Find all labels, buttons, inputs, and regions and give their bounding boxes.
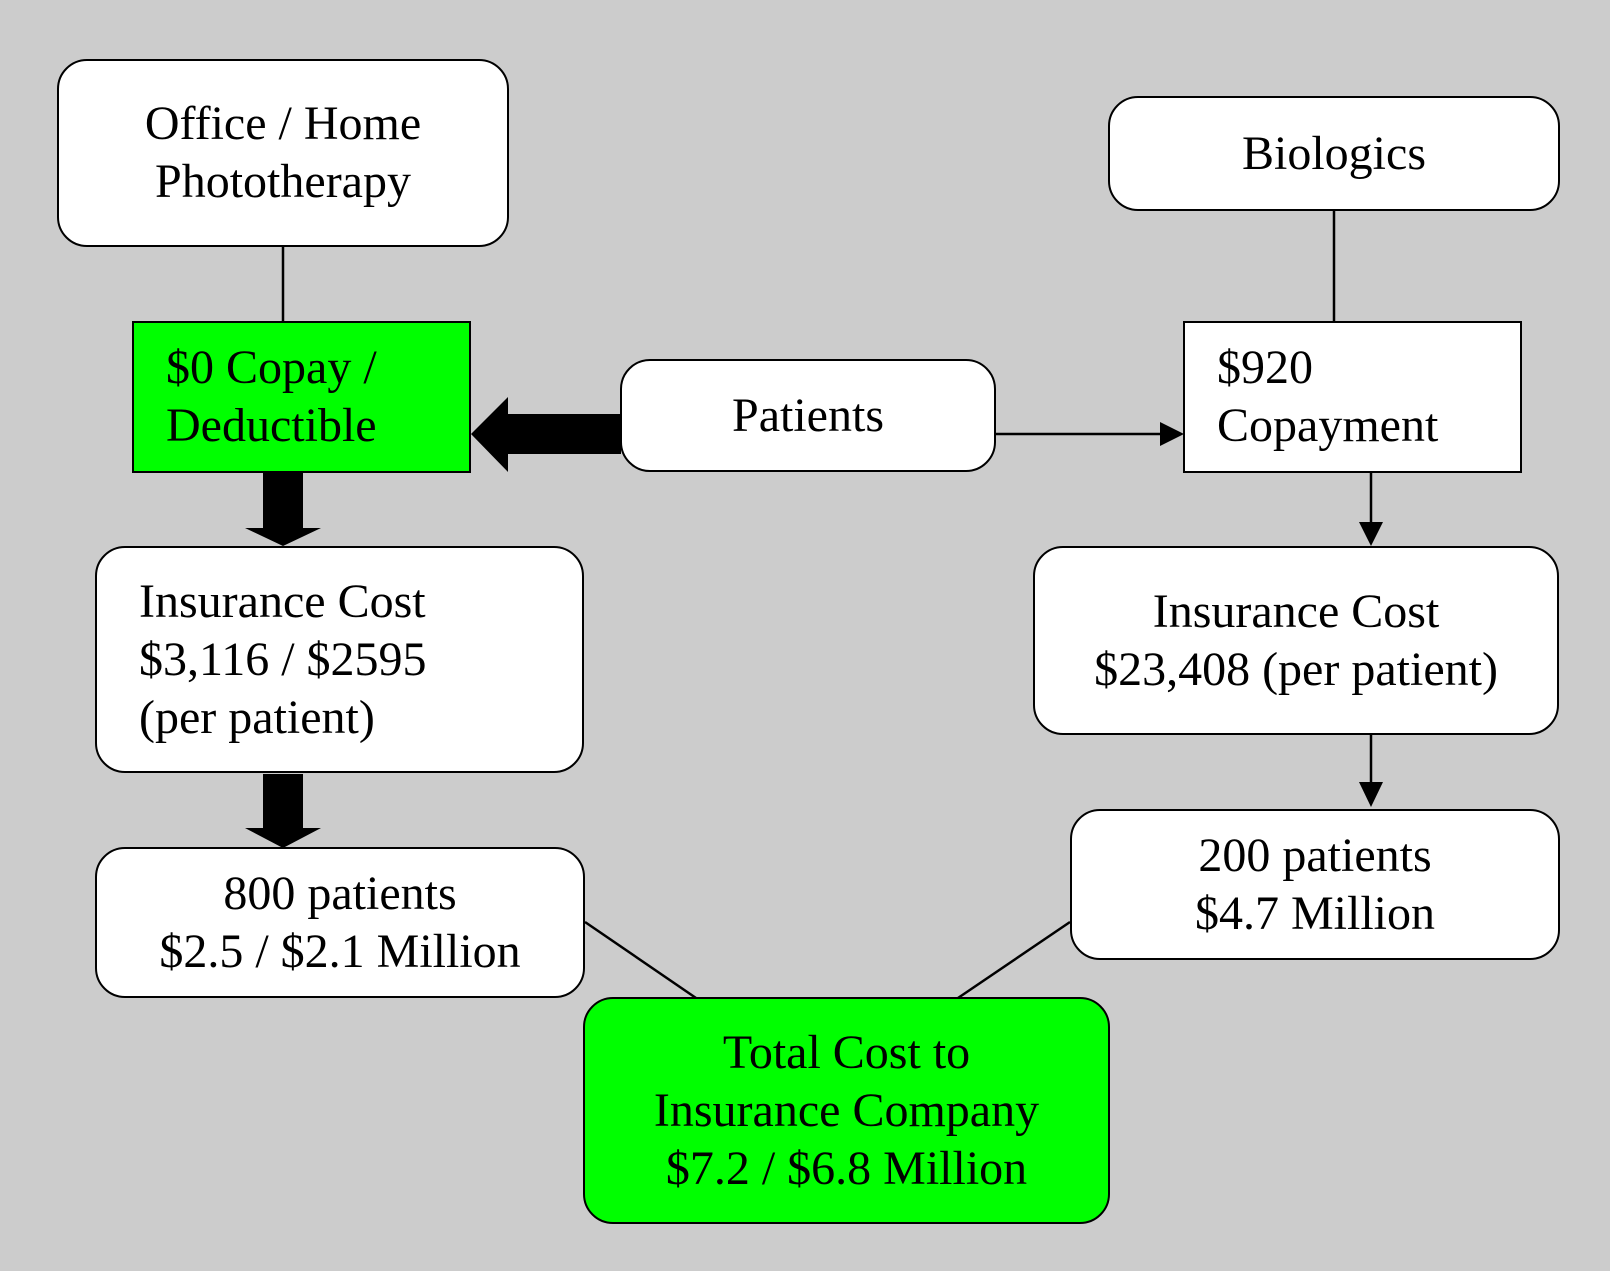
copayment-node: $920 Copayment bbox=[1183, 321, 1522, 473]
biologics-node: Biologics bbox=[1108, 96, 1560, 211]
copayment-line-1: $920 bbox=[1217, 341, 1313, 394]
200-patients-node: 200 patients $4.7 Million bbox=[1070, 809, 1560, 960]
copayment-line-2: Copayment bbox=[1217, 399, 1439, 452]
200-patients-line-2: $4.7 Million bbox=[1194, 886, 1436, 940]
insurance-cost-biologics-node: Insurance Cost $23,408 (per patient) bbox=[1033, 546, 1559, 735]
800-patients-line-2: $2.5 / $2.1 Million bbox=[159, 924, 521, 978]
200-patients-line-1: 200 patients bbox=[1198, 828, 1432, 882]
insurance-cost-biologics-line-1: Insurance Cost bbox=[1152, 584, 1440, 638]
800-patients-node: 800 patients $2.5 / $2.1 Million bbox=[95, 847, 585, 998]
phototherapy-line-1: Office / Home bbox=[144, 97, 422, 150]
thick-arrow-insurance-cost-to-800patients bbox=[245, 774, 321, 848]
insurance-cost-phototherapy-line-2: $3,116 / $2595 bbox=[139, 632, 427, 686]
thick-arrow-copay-to-insurance-cost bbox=[245, 472, 321, 546]
arrow-insurance-cost-to-200patients bbox=[1359, 735, 1383, 807]
insurance-cost-phototherapy-node: Insurance Cost $3,116 / $2595 (per patie… bbox=[95, 546, 584, 773]
arrow-copayment-to-insurance-cost bbox=[1359, 472, 1383, 546]
total-cost-line-1: Total Cost to bbox=[722, 1025, 971, 1079]
connector-200patients-to-total bbox=[957, 920, 1071, 1000]
copay-deductible-node: $0 Copay / Deductible bbox=[132, 321, 471, 473]
total-cost-line-3: $7.2 / $6.8 Million bbox=[665, 1141, 1028, 1195]
total-cost-line-2: Insurance Company bbox=[653, 1083, 1040, 1137]
copay-deductible-line-1: $0 Copay / bbox=[166, 341, 377, 394]
copay-deductible-line-2: Deductible bbox=[166, 399, 377, 452]
insurance-cost-biologics-line-2: $23,408 (per patient) bbox=[1094, 642, 1498, 696]
insurance-cost-phototherapy-line-1: Insurance Cost bbox=[139, 574, 426, 628]
total-cost-node: Total Cost to Insurance Company $7.2 / $… bbox=[583, 997, 1110, 1224]
insurance-cost-phototherapy-line-3: (per patient) bbox=[139, 690, 375, 744]
connector-800patients-to-total bbox=[584, 920, 697, 1000]
phototherapy-line-2: Phototherapy bbox=[155, 155, 411, 208]
phototherapy-node: Office / Home Phototherapy bbox=[57, 59, 509, 247]
biologics-label: Biologics bbox=[1241, 126, 1426, 180]
arrow-patients-to-copayment bbox=[996, 422, 1184, 446]
patients-label: Patients bbox=[732, 388, 884, 442]
thick-arrow-patients-to-copay bbox=[471, 397, 621, 472]
patients-node: Patients bbox=[620, 359, 996, 472]
800-patients-line-1: 800 patients bbox=[223, 866, 457, 920]
